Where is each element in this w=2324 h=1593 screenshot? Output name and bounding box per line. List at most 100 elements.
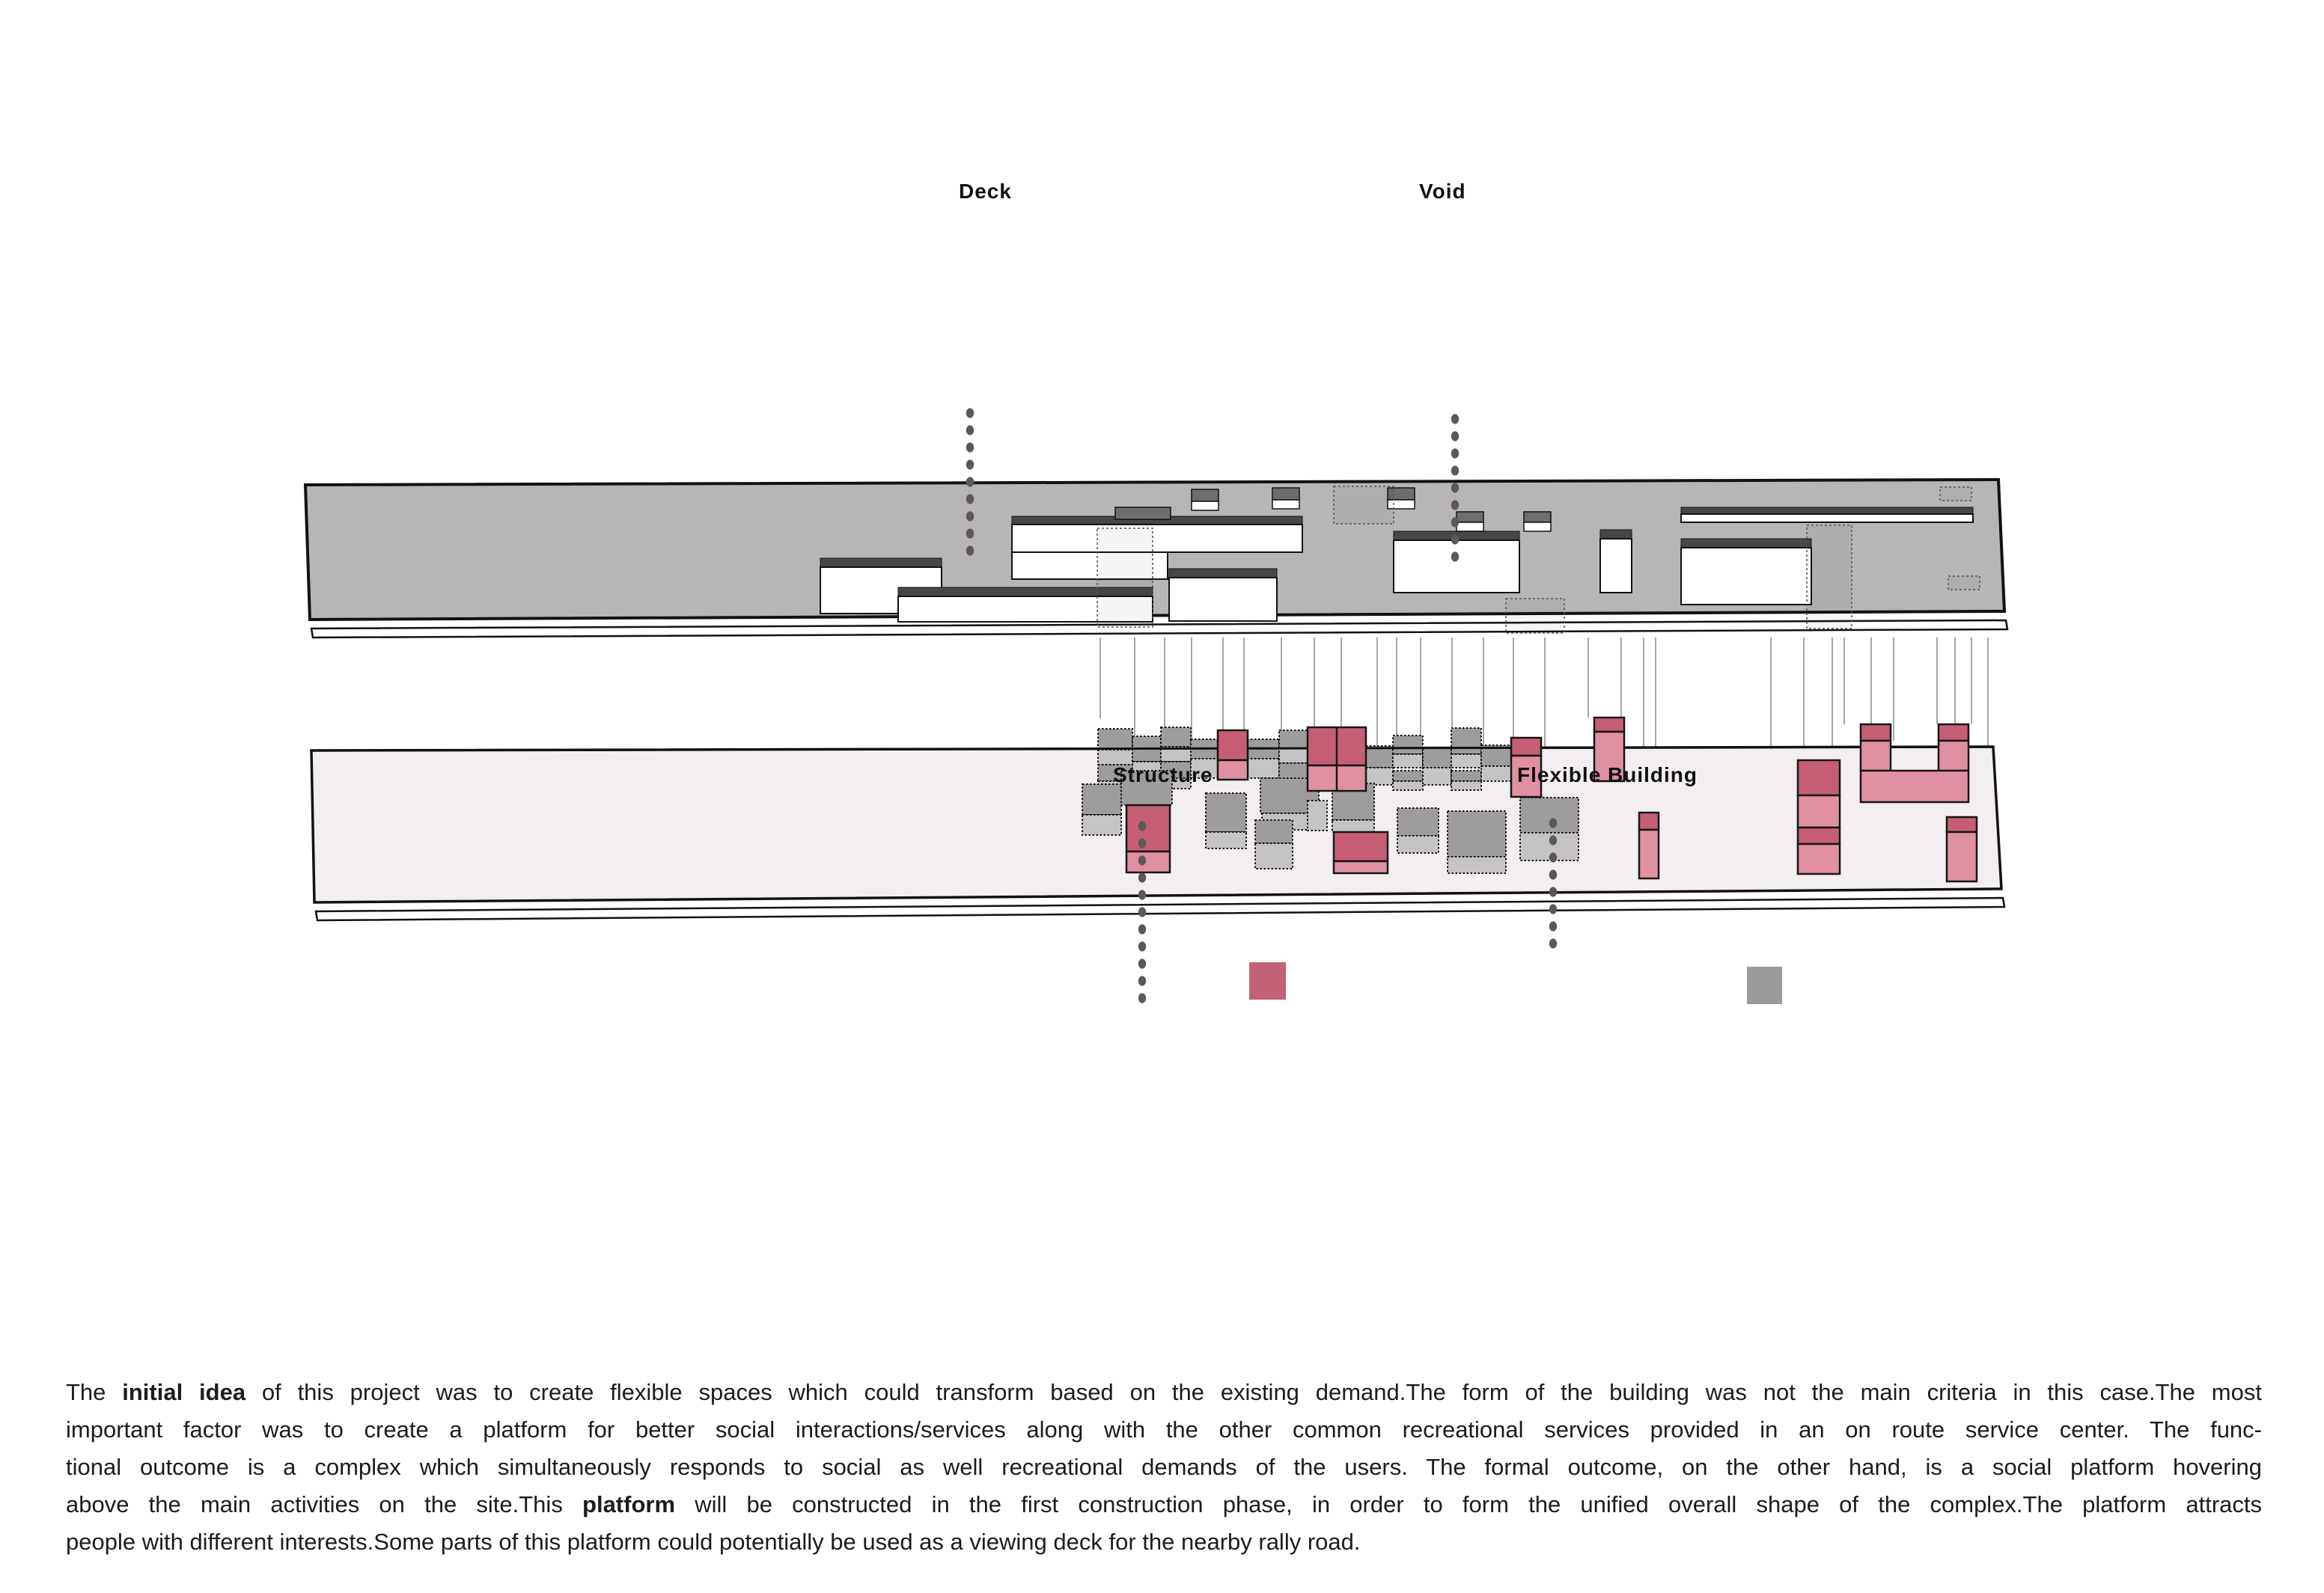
opening-bar <box>1168 568 1278 578</box>
deck-guide <box>966 408 975 418</box>
module-box <box>1593 716 1626 733</box>
roof-chip-base <box>1272 499 1300 510</box>
module-box <box>1447 810 1507 857</box>
opening-bar <box>1680 507 1974 515</box>
structure-guide <box>1138 890 1147 900</box>
platform-opening <box>1393 539 1520 593</box>
module-box <box>1451 727 1482 755</box>
opening-bar <box>1599 529 1632 539</box>
platform-opening <box>1680 547 1812 605</box>
module-box <box>1859 723 1892 742</box>
structure-guide <box>1138 907 1147 917</box>
module-box <box>1422 767 1452 786</box>
flexible-guide <box>1549 852 1558 863</box>
module-box <box>1332 860 1389 875</box>
roof-chip <box>1456 511 1484 523</box>
platform-opening <box>1599 538 1632 593</box>
structure-guide <box>1138 872 1147 883</box>
void-guide <box>1451 517 1460 528</box>
platform-opening <box>1168 577 1278 622</box>
paragraph-line: tional outcome is a complex which simult… <box>66 1454 2262 1480</box>
deck-label: Deck <box>959 180 1012 203</box>
roof-chip <box>1114 507 1171 520</box>
module-box <box>1125 804 1171 853</box>
module-box <box>1082 783 1122 816</box>
flexible-guide <box>1549 869 1558 880</box>
deck-guide <box>966 494 975 504</box>
module-box <box>1638 811 1660 831</box>
module-box <box>1278 730 1308 749</box>
deck-guide <box>966 442 975 453</box>
paragraph-line: The initial idea of this project was to … <box>66 1379 2262 1405</box>
module-box <box>1859 739 1892 772</box>
structure-guide <box>1138 924 1147 935</box>
void-guide <box>1451 551 1460 562</box>
module-box <box>1397 835 1439 854</box>
platform-opening <box>1011 551 1168 580</box>
module-box <box>1510 754 1543 798</box>
roof-chip <box>1191 489 1219 502</box>
module-box <box>1937 739 1970 772</box>
module-box <box>1082 814 1122 836</box>
roof-chip-base <box>1523 522 1552 532</box>
dashed-outline <box>1333 486 1394 525</box>
roof-chip-base <box>1387 499 1415 510</box>
void-guide <box>1451 500 1460 510</box>
dashed-outline <box>1097 528 1153 628</box>
module-box <box>1160 727 1192 747</box>
void-guide <box>1451 431 1460 441</box>
deck-guide <box>966 425 975 435</box>
module-box <box>1254 819 1293 844</box>
module-box <box>1519 832 1579 861</box>
dashed-outline <box>1939 486 1972 501</box>
description-paragraph: The initial idea of this project was to … <box>66 1374 2262 1561</box>
module-box <box>1451 770 1482 782</box>
void-guide <box>1451 534 1460 545</box>
roof-chip <box>1523 511 1552 523</box>
platform-opening <box>1011 524 1303 553</box>
module-box <box>1859 769 1970 804</box>
module-box <box>1097 749 1133 765</box>
structure-guide <box>1138 958 1147 969</box>
structure-guide <box>1138 855 1147 866</box>
dashed-outline <box>1948 575 1980 590</box>
roof-chip-base <box>1456 522 1484 532</box>
paragraph-line: above the main activities on the site.Th… <box>66 1491 2262 1517</box>
module-box <box>1451 753 1482 768</box>
structure-guide <box>1138 941 1147 952</box>
module-box <box>1307 800 1328 831</box>
module-box <box>1945 816 1978 834</box>
opening-bar <box>820 557 942 568</box>
structure-guide <box>1138 976 1147 986</box>
module-box <box>1392 753 1424 768</box>
legend-gray-swatch <box>1747 967 1782 1004</box>
flexible-guide <box>1549 938 1558 949</box>
module-box <box>1392 770 1424 782</box>
module-box <box>1254 843 1293 869</box>
module-box <box>1796 843 1841 875</box>
module-box <box>1332 819 1375 833</box>
module-box <box>1937 723 1970 742</box>
module-box <box>1796 794 1841 829</box>
platform-opening <box>897 596 1153 623</box>
opening-bar <box>1680 538 1812 548</box>
upper-platform-underside <box>310 619 2009 639</box>
structure-label: Structure <box>1113 763 1213 786</box>
module-box <box>1278 747 1308 764</box>
void-guide <box>1451 465 1460 476</box>
flexible-guide <box>1549 818 1558 828</box>
paragraph-line: people with different interests.Some par… <box>66 1529 1361 1555</box>
void-label: Void <box>1419 180 1466 203</box>
roof-chip <box>1272 487 1300 501</box>
module-box <box>1097 728 1133 750</box>
module-box <box>1519 797 1579 834</box>
module-box <box>1480 765 1512 782</box>
flexible-guide <box>1549 904 1558 914</box>
legend-red-swatch <box>1249 962 1286 1000</box>
module-box <box>1945 831 1978 883</box>
module-box <box>1216 729 1249 762</box>
module-box <box>1796 759 1841 797</box>
void-guide <box>1451 448 1460 459</box>
